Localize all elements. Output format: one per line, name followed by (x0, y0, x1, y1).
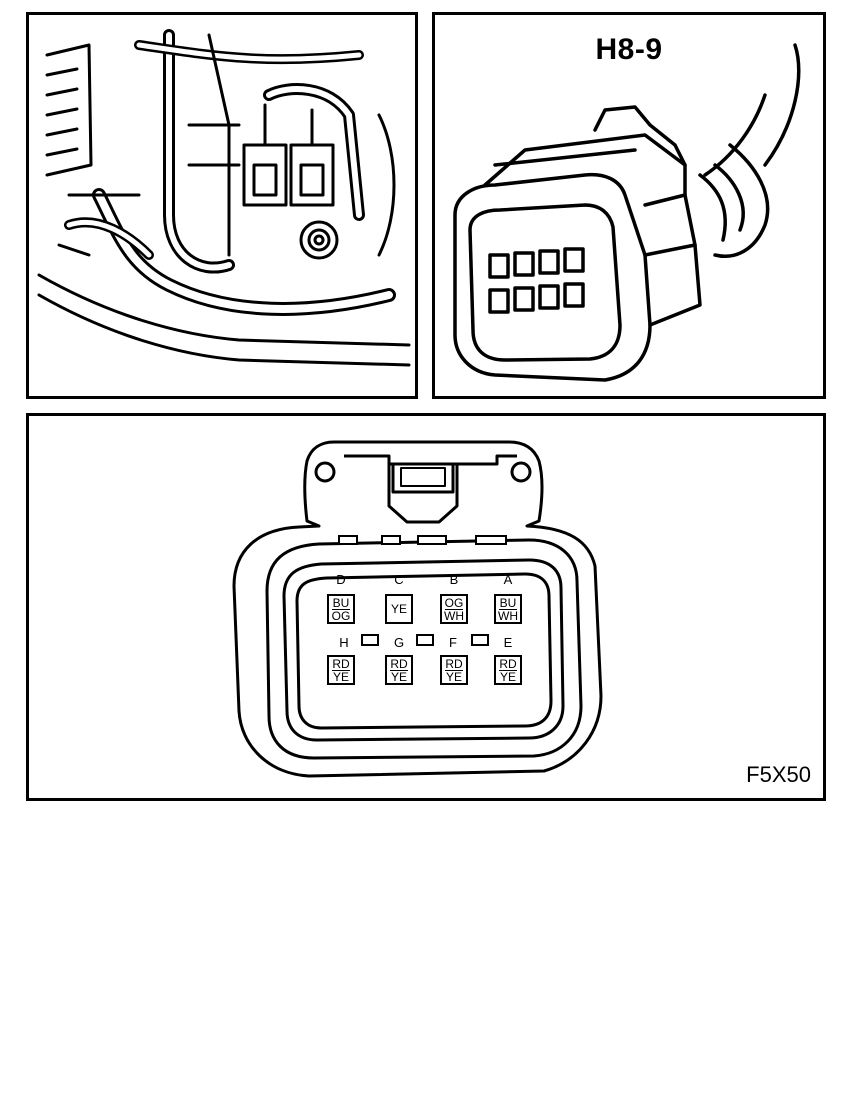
pin-h-wire-color-2: YE (332, 669, 349, 684)
pin-g-wire-color-2: YE (390, 669, 407, 684)
wire-color-separator (445, 669, 463, 671)
pin-e-wire-colors: RD YE (494, 655, 522, 685)
connector-view-panel: H8-9 (432, 12, 826, 399)
pin-a-wire-color-1: BU (499, 595, 517, 610)
pin-e-wire-color-2: YE (499, 669, 516, 684)
pin-letter-d: D (336, 572, 346, 587)
pin-h-wire-color-1: RD (332, 656, 350, 671)
pin-e-wire-color-1: RD (499, 656, 517, 671)
pin-d-wire-colors: BU OG (327, 594, 355, 624)
pin-f-wire-color-1: RD (445, 656, 463, 671)
pin-f-wire-colors: RD YE (440, 655, 468, 685)
key-slot (416, 634, 434, 646)
pin-letter-g: G (393, 635, 405, 650)
pin-g-wire-colors: RD YE (385, 655, 413, 685)
pin-b-wire-colors: OG WH (440, 594, 468, 624)
pin-letter-a: A (503, 572, 513, 587)
housing-tab (417, 535, 447, 545)
pin-letter-f: F (449, 635, 457, 650)
pinout-panel: D C B A BU OG YE OG WH BU WH H G F E RD … (26, 413, 826, 801)
key-slot (471, 634, 489, 646)
wire-color-separator (332, 608, 350, 610)
figure-code-label: F5X50 (746, 762, 811, 787)
housing-tab (338, 535, 358, 545)
key-slot (361, 634, 379, 646)
wire-color-separator (499, 608, 517, 610)
wire-color-separator (499, 669, 517, 671)
pin-f-wire-color-2: YE (445, 669, 462, 684)
pin-c-wire-colors: YE (385, 594, 413, 624)
housing-tab (381, 535, 401, 545)
wire-color-separator (445, 608, 463, 610)
pin-letter-h: H (339, 635, 349, 650)
wire-color-separator (390, 669, 408, 671)
pin-b-wire-color-1: OG (444, 595, 464, 610)
engine-location-panel (26, 12, 418, 399)
connector-id-label: H8-9 (595, 33, 663, 66)
pin-c-wire-color-1: YE (390, 602, 407, 616)
engine-bay-illustration (37, 29, 411, 367)
pin-letter-b: B (449, 572, 459, 587)
pin-g-wire-color-1: RD (390, 656, 408, 671)
connector-face-outline (232, 440, 603, 778)
pin-d-wire-color-1: BU (332, 595, 350, 610)
pin-a-wire-colors: BU WH (494, 594, 522, 624)
wire-color-separator (332, 669, 350, 671)
pin-a-wire-color-2: WH (498, 608, 518, 623)
pin-d-wire-color-2: OG (331, 608, 351, 623)
housing-tab (475, 535, 507, 545)
pin-b-wire-color-2: WH (444, 608, 464, 623)
pin-h-wire-colors: RD YE (327, 655, 355, 685)
pin-letter-c: C (394, 572, 404, 587)
connector-3d-illustration (453, 43, 801, 382)
pin-letter-e: E (503, 635, 513, 650)
